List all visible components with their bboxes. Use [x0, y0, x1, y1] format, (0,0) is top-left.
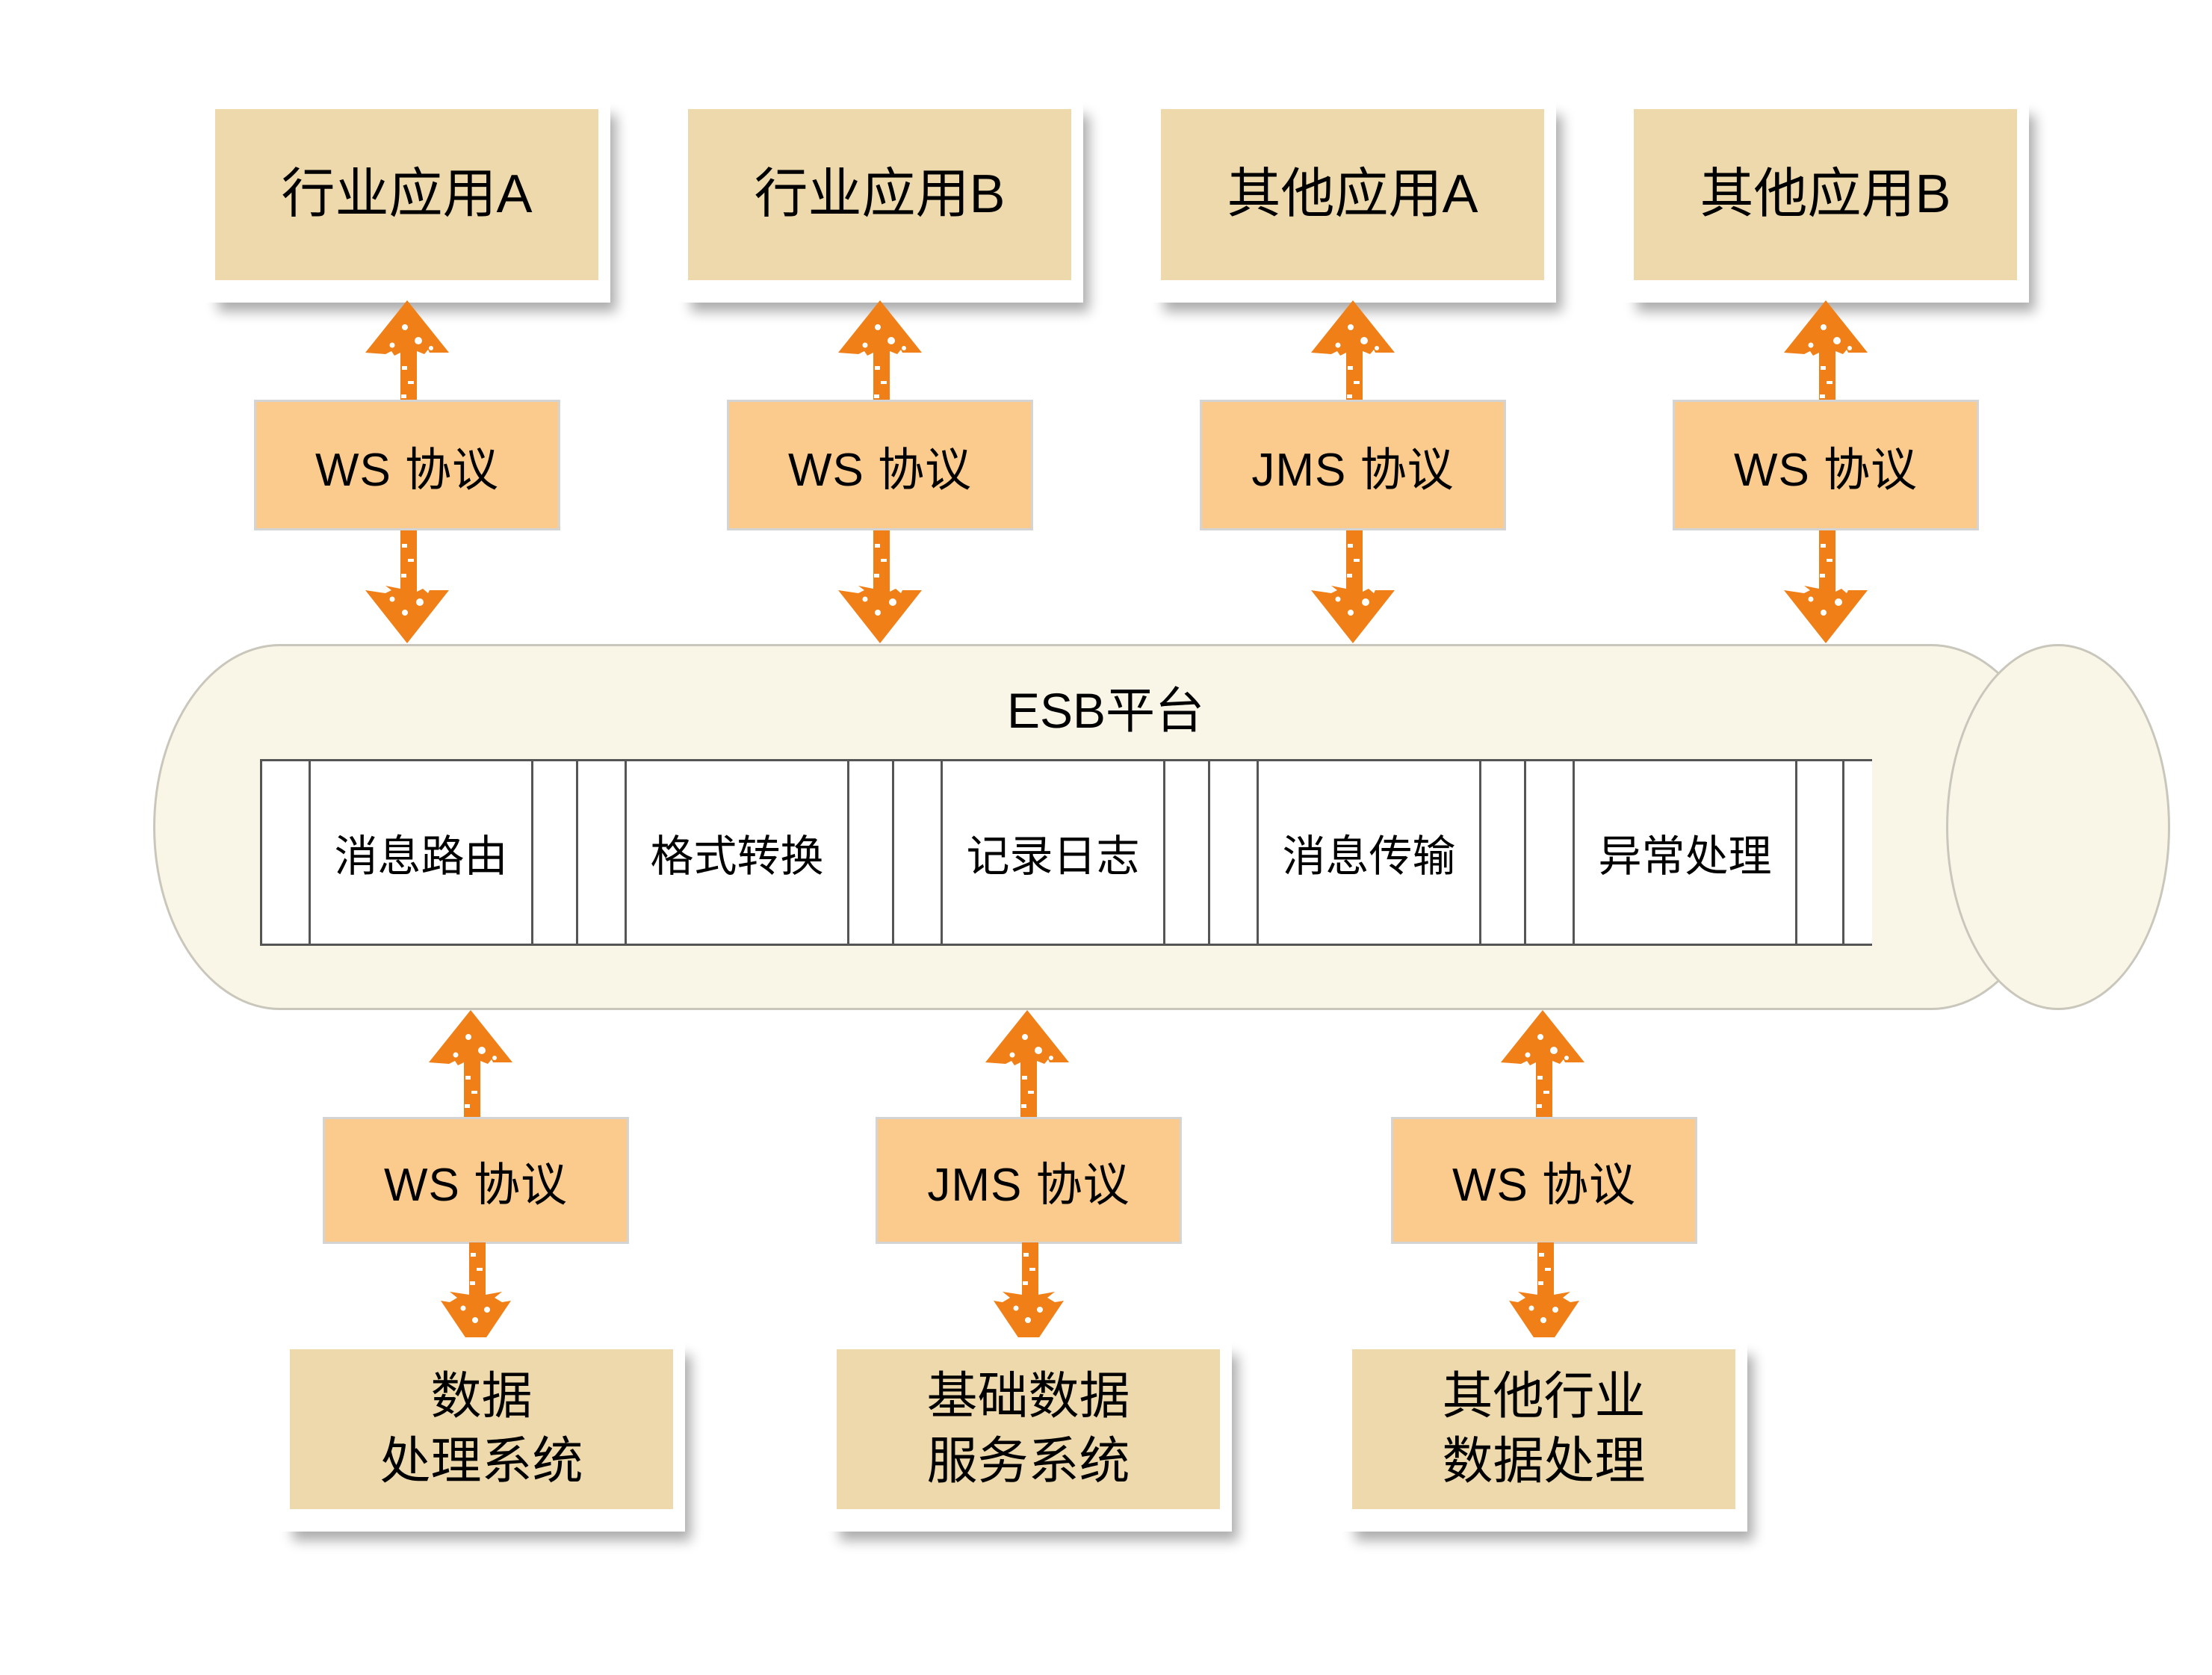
arrow-up-esb-2 [1494, 1007, 1591, 1127]
app-card-2[interactable]: 其他应用A [1149, 97, 1556, 303]
protocol-label: WS 协议 [1733, 444, 1918, 496]
esb-function-cell-0[interactable]: 消息路由 [311, 761, 533, 944]
esb-function-label: 异常处理 [1598, 832, 1772, 881]
esb-function-cell-2[interactable]: 记录日志 [943, 761, 1165, 944]
app-card-0[interactable]: 行业应用A [203, 97, 610, 303]
protocol-box-bottom-2[interactable]: WS 协议 [1391, 1117, 1697, 1244]
arrow-down-esb-0 [359, 530, 456, 646]
esb-spacer-cell [262, 761, 311, 944]
app-card-label: 其他应用A [1227, 164, 1478, 225]
protocol-box-top-1[interactable]: WS 协议 [727, 400, 1033, 530]
system-card-label: 数据 处理系统 [379, 1367, 583, 1490]
protocol-label: WS 协议 [383, 1160, 569, 1211]
esb-function-table: 消息路由 格式转换 记录日志 消息传输 异常处理 [260, 759, 1872, 946]
system-card-0[interactable]: 数据 处理系统 [278, 1337, 685, 1532]
protocol-box-bottom-1[interactable]: JMS 协议 [876, 1117, 1182, 1244]
system-card-label: 其他行业 数据处理 [1442, 1367, 1646, 1490]
arrow-up-app-2 [1304, 297, 1401, 417]
arrow-down-system-0 [427, 1242, 524, 1354]
esb-spacer-cell [1210, 761, 1259, 944]
esb-function-cell-4[interactable]: 异常处理 [1575, 761, 1797, 944]
app-card-label: 行业应用A [281, 164, 533, 225]
protocol-box-bottom-0[interactable]: WS 协议 [323, 1117, 629, 1244]
esb-spacer-cell [1526, 761, 1575, 944]
esb-function-label: 格式转换 [650, 832, 824, 881]
esb-function-label: 消息路由 [334, 832, 508, 881]
arrow-up-app-3 [1777, 297, 1874, 417]
esb-function-label: 消息传输 [1282, 832, 1456, 881]
protocol-label: WS 协议 [1452, 1160, 1637, 1211]
app-card-3[interactable]: 其他应用B [1622, 97, 2029, 303]
esb-spacer-cell [578, 761, 627, 944]
arrow-up-esb-0 [422, 1007, 519, 1127]
protocol-label: JMS 协议 [927, 1160, 1130, 1211]
protocol-label: JMS 协议 [1251, 444, 1454, 496]
esb-spacer-cell [533, 761, 578, 944]
arrow-up-app-0 [359, 297, 456, 417]
esb-spacer-cell [1165, 761, 1210, 944]
esb-spacer-cell [849, 761, 894, 944]
app-card-label: 其他应用B [1700, 164, 1951, 225]
protocol-box-top-3[interactable]: WS 协议 [1673, 400, 1979, 530]
protocol-box-top-2[interactable]: JMS 协议 [1200, 400, 1506, 530]
arrow-down-system-1 [980, 1242, 1077, 1354]
arrow-up-app-1 [831, 297, 929, 417]
esb-spacer-cell [894, 761, 943, 944]
esb-function-cell-3[interactable]: 消息传输 [1259, 761, 1481, 944]
protocol-box-top-0[interactable]: WS 协议 [254, 400, 560, 530]
esb-spacer-cell [1481, 761, 1526, 944]
arrow-down-esb-3 [1777, 530, 1874, 646]
arrow-down-esb-1 [831, 530, 929, 646]
esb-cylinder-end-cap [1946, 644, 2170, 1010]
esb-spacer-cell [1797, 761, 1844, 944]
arrow-up-esb-1 [979, 1007, 1076, 1127]
app-card-label: 行业应用B [754, 164, 1006, 225]
esb-function-label: 记录日志 [966, 832, 1140, 881]
system-card-2[interactable]: 其他行业 数据处理 [1340, 1337, 1747, 1532]
arrow-down-esb-2 [1304, 530, 1401, 646]
system-card-1[interactable]: 基础数据 服务系统 [825, 1337, 1232, 1532]
protocol-label: WS 协议 [315, 444, 500, 496]
protocol-label: WS 协议 [787, 444, 973, 496]
arrow-down-system-2 [1496, 1242, 1593, 1354]
esb-title: ESB平台 [1006, 683, 1205, 738]
app-card-1[interactable]: 行业应用B [676, 97, 1083, 303]
system-card-label: 基础数据 服务系统 [926, 1367, 1130, 1490]
esb-function-cell-1[interactable]: 格式转换 [627, 761, 849, 944]
